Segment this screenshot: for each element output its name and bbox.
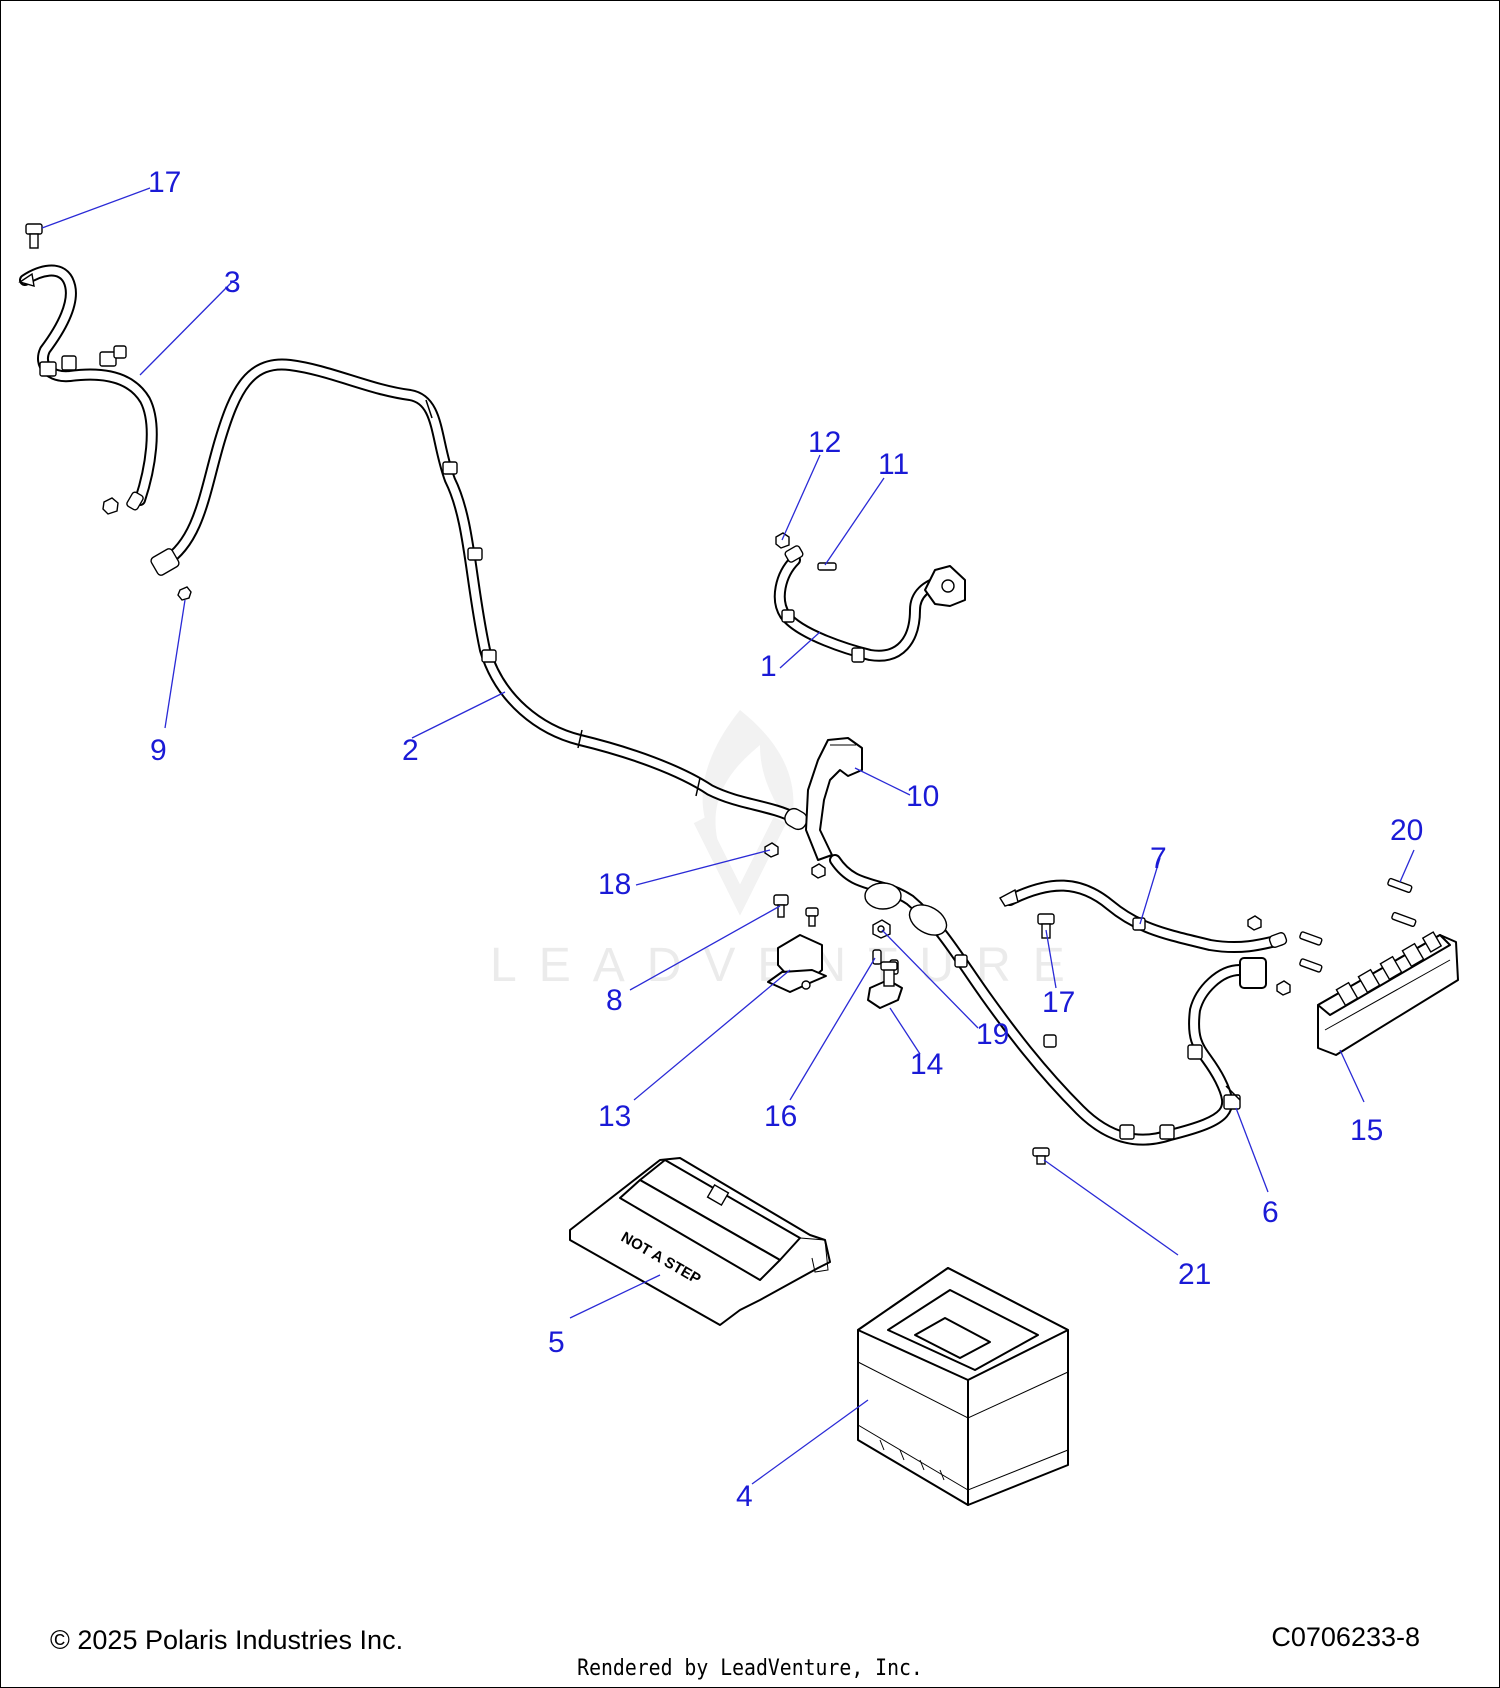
callout-4: 4 bbox=[736, 1480, 753, 1513]
callout-16: 16 bbox=[764, 1100, 797, 1133]
part-17-bolt-top bbox=[25, 223, 43, 249]
callout-11: 11 bbox=[878, 448, 909, 481]
part-10-boot bbox=[805, 737, 863, 861]
callout-8: 8 bbox=[606, 984, 623, 1017]
leader-lines bbox=[41, 187, 1415, 1485]
part-1-cable bbox=[773, 532, 966, 663]
callout-5: 5 bbox=[548, 1326, 565, 1359]
callout-6: 6 bbox=[1262, 1196, 1279, 1229]
callout-18: 18 bbox=[598, 868, 631, 901]
callout-13: 13 bbox=[598, 1100, 631, 1133]
callout-20: 20 bbox=[1390, 814, 1423, 847]
callout-19: 19 bbox=[976, 1018, 1009, 1051]
part-5-battery-cover: NOT A STEP bbox=[569, 1157, 831, 1326]
callout-17-right: 17 bbox=[1042, 986, 1075, 1019]
callouts: 17 3 9 2 12 11 1 10 18 8 13 16 14 19 7 1… bbox=[148, 166, 1423, 1513]
callout-12: 12 bbox=[808, 426, 841, 459]
part-3-cable bbox=[18, 264, 158, 511]
part-20-bolts bbox=[1299, 877, 1417, 973]
callout-17-top: 17 bbox=[148, 166, 181, 199]
drawing-number: C0706233-8 bbox=[1271, 1622, 1420, 1652]
part-4-battery bbox=[857, 1267, 1069, 1506]
rendered-by-text: Rendered by LeadVenture, Inc. bbox=[577, 1656, 923, 1681]
part-17-bolt-right bbox=[1037, 913, 1055, 939]
part-2-cable bbox=[150, 358, 808, 831]
part-15-fuse-block bbox=[1317, 931, 1459, 1056]
callout-15: 15 bbox=[1350, 1114, 1383, 1147]
callout-3: 3 bbox=[224, 266, 241, 299]
callout-2: 2 bbox=[402, 734, 419, 767]
callout-21: 21 bbox=[1178, 1258, 1211, 1291]
part-6-cable bbox=[829, 854, 1267, 1146]
copyright-text: © 2025 Polaris Industries Inc. bbox=[50, 1625, 404, 1655]
part-13-solenoid bbox=[767, 934, 827, 993]
part-8-bolt bbox=[773, 894, 819, 927]
callout-10: 10 bbox=[906, 780, 939, 813]
callout-1: 1 bbox=[760, 650, 777, 683]
part-7-cable bbox=[999, 879, 1288, 954]
callout-9: 9 bbox=[150, 734, 167, 767]
callout-14: 14 bbox=[910, 1048, 943, 1081]
part-14-terminal bbox=[867, 961, 903, 1009]
part-9-nut bbox=[102, 497, 192, 601]
hardware-nuts-right bbox=[1247, 915, 1291, 996]
callout-7: 7 bbox=[1150, 842, 1167, 875]
part-18-nut bbox=[764, 842, 826, 879]
